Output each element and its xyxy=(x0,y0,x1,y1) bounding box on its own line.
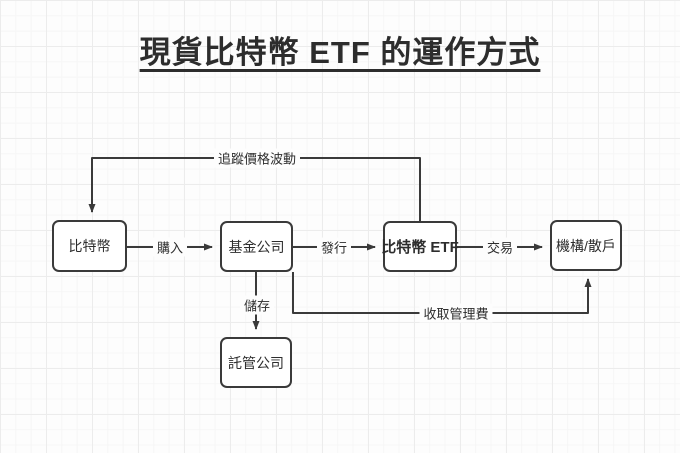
node-bitcoin-etf: 比特幣 ETF xyxy=(381,221,459,272)
edge-label-purchase: 購入 xyxy=(152,237,188,257)
node-bitcoin: 比特幣 xyxy=(52,220,127,272)
node-custodian-label: 託管公司 xyxy=(228,354,284,371)
node-custodian: 託管公司 xyxy=(220,337,292,388)
node-investors-label: 機構/散戶 xyxy=(556,237,616,254)
edge-label-management-fee: 收取管理費 xyxy=(419,303,493,323)
edge-label-store: 儲存 xyxy=(239,295,275,315)
page-title: 現貨比特幣 ETF 的運作方式 xyxy=(139,35,541,70)
edge-label-trade: 交易 xyxy=(482,237,518,257)
edge-label-track-price: 追蹤價格波動 xyxy=(213,148,301,168)
node-fund-company: 基金公司 xyxy=(220,221,293,272)
node-bitcoin-label: 比特幣 xyxy=(68,238,111,254)
node-fund-company-label: 基金公司 xyxy=(228,238,285,255)
edge-label-issue: 發行 xyxy=(316,237,352,257)
node-bitcoin-etf-label: 比特幣 ETF xyxy=(381,239,459,256)
node-investors: 機構/散戶 xyxy=(550,220,622,271)
